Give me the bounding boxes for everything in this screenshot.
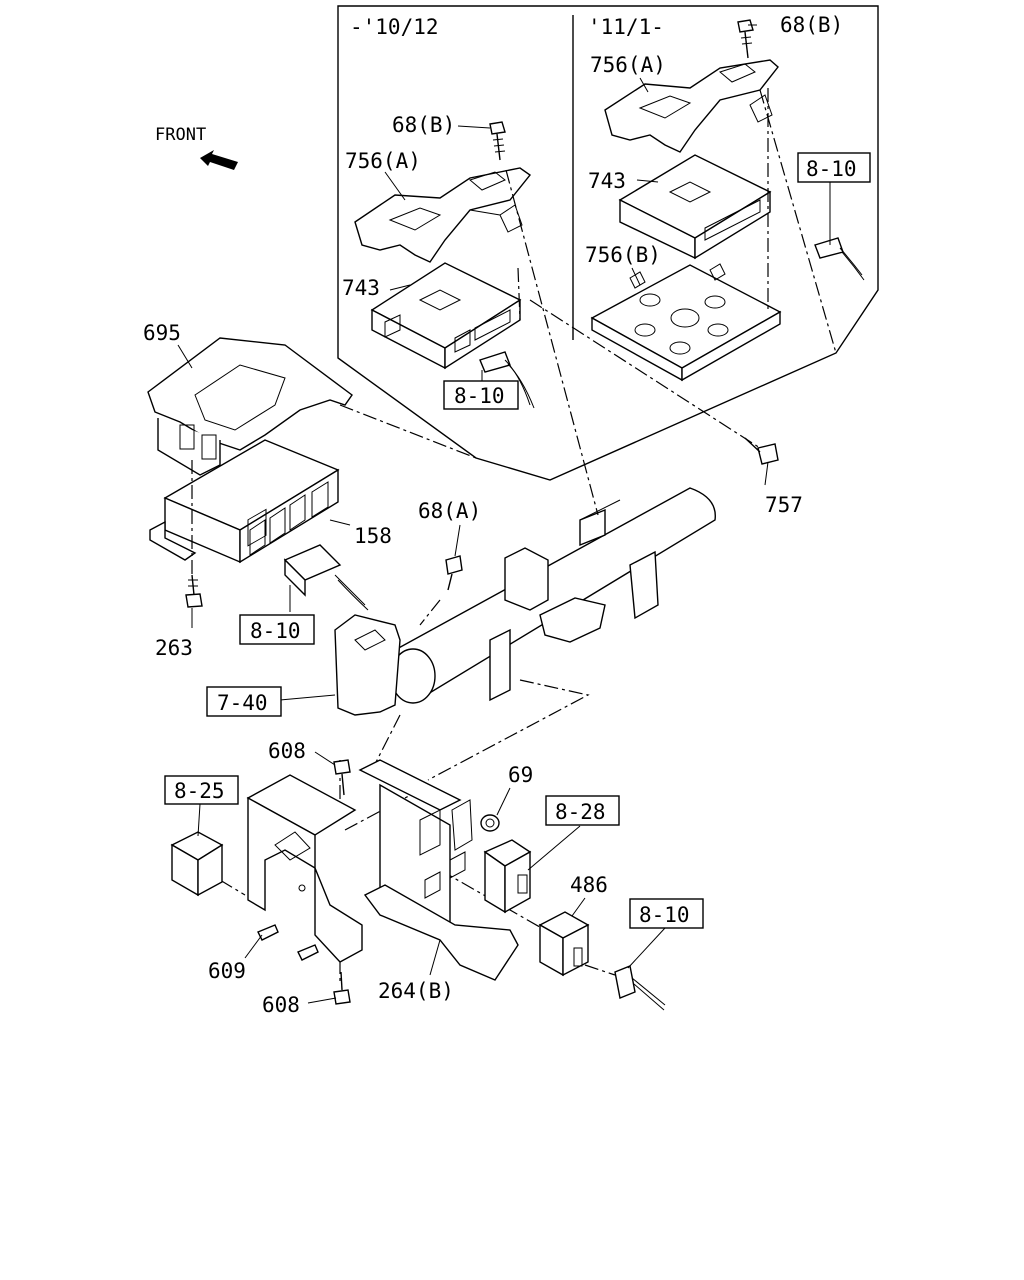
label-leaders xyxy=(177,24,831,1004)
label-608-bottom: 608 xyxy=(262,993,300,1017)
module-158 xyxy=(149,439,340,564)
relay-8-25 xyxy=(170,831,224,897)
bracket-264b xyxy=(358,759,519,981)
ref-box-810-left[interactable]: 8-10 xyxy=(239,614,315,645)
ref-825-label: 8-25 xyxy=(174,779,225,803)
label-743-left: 743 xyxy=(342,276,380,300)
relay-bracket xyxy=(246,774,363,963)
module-743-left xyxy=(370,262,522,370)
label-264b: 264(B) xyxy=(378,979,454,1003)
ref-810-bottom-label: 8-10 xyxy=(639,903,690,927)
label-69: 69 xyxy=(508,763,533,787)
ref-box-810-inset-left[interactable]: 8-10 xyxy=(443,380,519,410)
stud-609 xyxy=(257,924,319,961)
ref-box-810-bottom[interactable]: 8-10 xyxy=(629,898,704,929)
ref-828-label: 8-28 xyxy=(555,800,606,824)
tray-756b-right xyxy=(590,263,782,382)
label-608-top: 608 xyxy=(268,739,306,763)
nut-69 xyxy=(480,814,500,832)
bolt-68a xyxy=(445,555,463,591)
connector-158-harness xyxy=(283,544,369,611)
bolt-608-top xyxy=(333,759,351,796)
label-609: 609 xyxy=(208,959,246,983)
ref-box-740[interactable]: 7-40 xyxy=(206,686,282,717)
ref-810-inset-left-label: 8-10 xyxy=(454,384,505,408)
label-263: 263 xyxy=(155,636,193,660)
bolt-68b-right xyxy=(737,19,754,59)
beam-bracket xyxy=(489,547,659,702)
label-158: 158 xyxy=(354,524,392,548)
inset-range-right: '11/1- xyxy=(588,15,664,39)
label-695: 695 xyxy=(143,321,181,345)
bracket-756a-left xyxy=(354,167,532,263)
inset-range-left: -'10/12 xyxy=(350,15,439,39)
bolt-68b-left xyxy=(489,121,506,161)
label-756b-right: 756(B) xyxy=(585,243,661,267)
ref-box-825[interactable]: 8-25 xyxy=(164,775,239,805)
bolt-608-bottom xyxy=(333,971,351,1005)
module-743-right xyxy=(618,154,772,260)
bracket-756a-right xyxy=(604,59,779,153)
bolt-263 xyxy=(185,574,203,608)
front-arrow-icon xyxy=(200,150,238,170)
relay-8-28 xyxy=(483,839,532,914)
ref-810-left-label: 8-10 xyxy=(250,619,301,643)
ref-740-label: 7-40 xyxy=(217,691,268,715)
connector-left-inset xyxy=(479,351,535,409)
stay-block xyxy=(334,614,401,716)
ref-810-inset-right-label: 8-10 xyxy=(806,157,857,181)
label-68b-right: 68(B) xyxy=(780,13,843,37)
label-486: 486 xyxy=(570,873,608,897)
label-743-right: 743 xyxy=(588,169,626,193)
label-68b-left: 68(B) xyxy=(392,113,455,137)
relay-486 xyxy=(538,911,590,977)
ref-box-810-inset-right[interactable]: 8-10 xyxy=(797,152,871,183)
bracket-695 xyxy=(147,337,353,476)
label-756a-left: 756(A) xyxy=(345,149,421,173)
connector-486-harness xyxy=(614,965,666,1011)
label-756a-right: 756(A) xyxy=(590,53,666,77)
connector-right-inset xyxy=(814,237,865,281)
inset-panel xyxy=(337,5,879,481)
front-label: FRONT xyxy=(155,125,206,145)
ref-box-828[interactable]: 8-28 xyxy=(545,795,620,826)
label-68a: 68(A) xyxy=(418,499,481,523)
label-757: 757 xyxy=(765,493,803,517)
